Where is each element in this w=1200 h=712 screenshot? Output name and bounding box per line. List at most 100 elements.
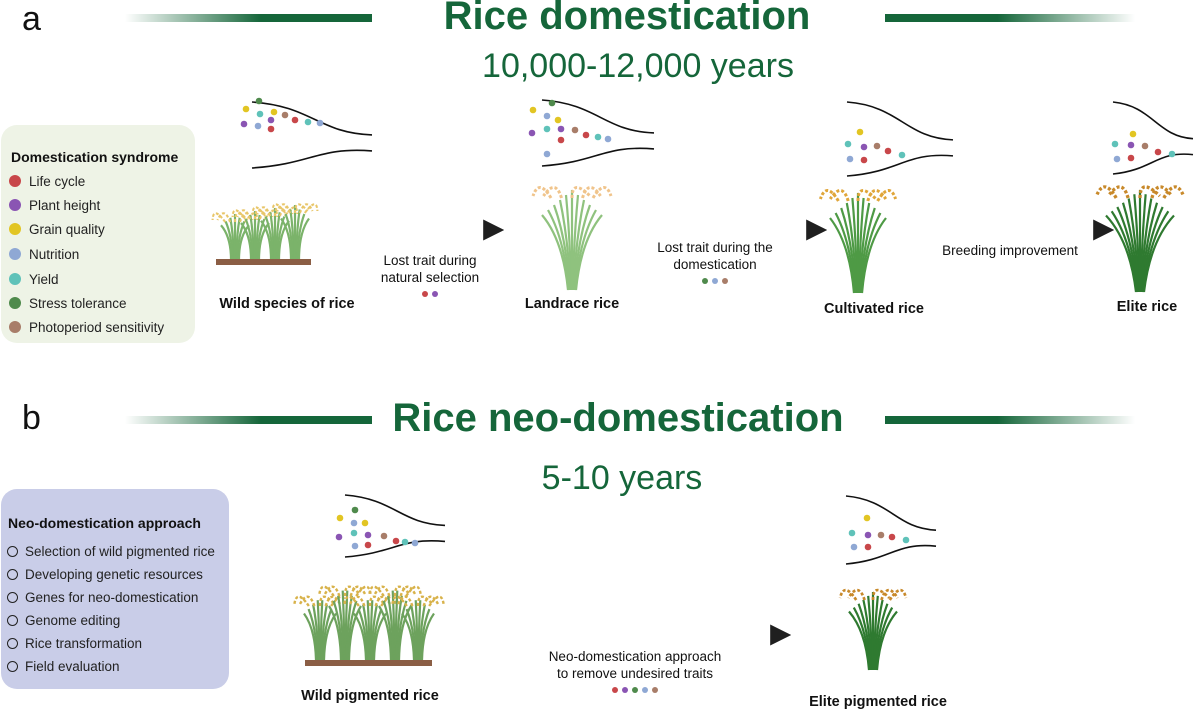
rice-plant	[251, 206, 299, 260]
step-bullet	[7, 615, 18, 626]
approach-step-label: Selection of wild pigmented rice	[25, 544, 215, 559]
approach-step-label: Genes for neo-domestication	[25, 590, 199, 605]
arrow-1-trait-dots	[330, 291, 530, 297]
legend-item-label: Plant height	[29, 197, 101, 213]
trait-dot	[1111, 140, 1119, 148]
arrow-neo-line1: Neo-domestication approach	[548, 649, 722, 664]
trait-funnel	[541, 99, 655, 167]
trait-dot	[632, 687, 638, 693]
approach-step: Field evaluation	[7, 655, 215, 678]
trait-dot	[902, 536, 910, 544]
arrow-1-line2: natural selection	[380, 270, 480, 285]
trait-funnel	[846, 101, 954, 177]
panel-a-title: Rice domestication	[443, 0, 811, 38]
trait-dot	[642, 687, 648, 693]
trait-dot	[422, 291, 428, 297]
trait-dot	[860, 156, 868, 164]
trait-dot	[361, 519, 369, 527]
legend-color-dot	[9, 199, 21, 211]
approach-step: Selection of wild pigmented rice	[7, 540, 215, 563]
title-bar-left-b	[125, 416, 372, 424]
trait-dot	[351, 506, 359, 514]
rice-plant	[838, 588, 908, 671]
trait-dot	[622, 687, 628, 693]
trait-dot	[256, 110, 264, 118]
trait-dot	[1127, 154, 1135, 162]
trait-dot	[364, 541, 372, 549]
trait-dot	[557, 125, 565, 133]
rice-plant	[1094, 185, 1186, 293]
legend-title: Domestication syndrome	[11, 149, 179, 165]
trait-dot	[612, 687, 618, 693]
trait-dot	[873, 142, 881, 150]
trait-dot	[863, 514, 871, 522]
approach-step-label: Field evaluation	[25, 659, 120, 674]
title-bar-left	[125, 14, 372, 22]
panel-b-title: Rice neo-domestication	[392, 396, 844, 440]
arrow-3-line1: Breeding improvement	[942, 243, 1078, 258]
trait-dot	[856, 128, 864, 136]
legend-color-dot	[9, 297, 21, 309]
trait-dot	[1129, 130, 1137, 138]
trait-dot	[848, 529, 856, 537]
trait-dot	[528, 129, 536, 137]
trait-dot	[898, 151, 906, 159]
trait-dot	[1141, 142, 1149, 150]
approach-step: Genome editing	[7, 609, 215, 632]
trait-funnel	[845, 495, 937, 565]
legend-item: Photoperiod sensitivity	[9, 315, 164, 339]
legend-b-title: Neo-domestication approach	[8, 515, 201, 531]
trait-dot	[351, 542, 359, 550]
trait-dot	[888, 533, 896, 541]
arrow-2-label: Lost trait during the domestication	[615, 239, 815, 284]
legend-item: Life cycle	[9, 169, 164, 193]
stage-elite: Elite rice	[1116, 299, 1178, 315]
trait-dot	[1127, 141, 1135, 149]
trait-dot	[364, 531, 372, 539]
trait-dot	[864, 531, 872, 539]
panel-b-letter: b	[22, 399, 41, 437]
legend-item-label: Nutrition	[29, 246, 80, 262]
trait-dot	[554, 116, 562, 124]
panel-a-letter: a	[22, 0, 41, 38]
rice-plant	[231, 209, 279, 260]
arrow-neo-line2: to remove undesired traits	[556, 666, 714, 681]
trait-funnel	[344, 494, 446, 558]
trait-dot	[392, 537, 400, 545]
soil-strip	[216, 259, 311, 265]
trait-dot	[316, 119, 324, 127]
legend-color-dot	[9, 273, 21, 285]
panel-a-subtitle: 10,000-12,000 years	[482, 47, 794, 85]
trait-dot	[401, 538, 409, 546]
step-bullet	[7, 546, 18, 557]
arrow-neo-label: Neo-domestication approach to remove und…	[520, 648, 750, 693]
legend-item: Stress tolerance	[9, 291, 164, 315]
trait-dot	[240, 120, 248, 128]
legend-item: Yield	[9, 267, 164, 291]
trait-dot	[722, 278, 728, 284]
trait-dot	[380, 532, 388, 540]
arrow-2-line1: Lost trait during the	[657, 240, 773, 255]
trait-dot	[864, 543, 872, 551]
trait-dot	[267, 125, 275, 133]
arrow-neo-trait-dots	[520, 687, 750, 693]
trait-dot	[850, 543, 858, 551]
trait-dot	[267, 116, 275, 124]
arrow-1-line1: Lost trait during	[383, 253, 477, 268]
legend-item-label: Yield	[29, 271, 59, 287]
trait-dot	[411, 539, 419, 547]
trait-dot	[529, 106, 537, 114]
trait-dot	[594, 133, 602, 141]
trait-funnel	[1112, 101, 1194, 175]
soil-strip	[305, 660, 432, 666]
arrow-3-label: Breeding improvement	[910, 242, 1110, 259]
arrow-2-trait-dots	[615, 278, 815, 284]
trait-dot	[255, 97, 263, 105]
trait-dot	[543, 125, 551, 133]
trait-dot	[652, 687, 658, 693]
trait-dot	[543, 112, 551, 120]
legend-color-dot	[9, 321, 21, 333]
trait-dot	[712, 278, 718, 284]
